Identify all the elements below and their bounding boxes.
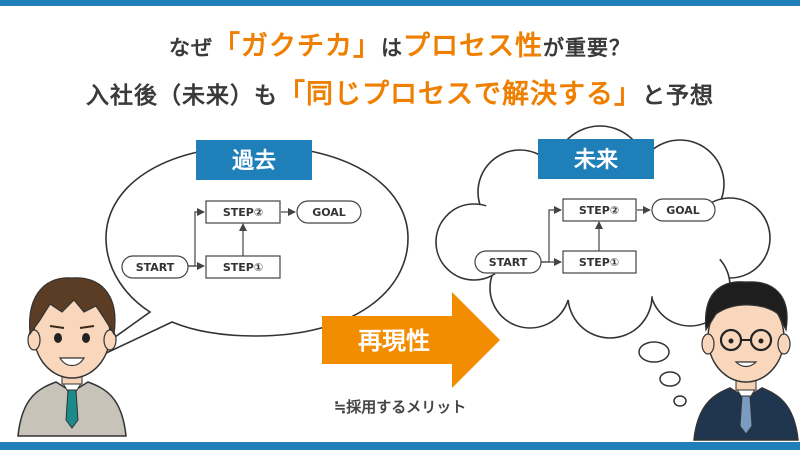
future-start-node	[474, 250, 542, 274]
headline1-part1: なぜ	[169, 36, 213, 60]
past-label: 過去	[232, 148, 276, 174]
past-step1-label: STEP①	[223, 261, 263, 274]
future-start-label: START	[489, 256, 528, 269]
headline1-part3: は	[381, 36, 403, 60]
past-start-label: START	[136, 261, 175, 274]
future-step1-node	[562, 250, 637, 274]
past-header: 過去	[196, 140, 312, 180]
future-step2-node	[562, 198, 637, 222]
future-flow: START STEP① STEP② GOAL	[474, 198, 716, 274]
future-goal-node	[651, 198, 716, 222]
headline-line-1: なぜ「ガクチカ」はプロセス性が重要？	[0, 24, 800, 63]
future-header-box	[538, 139, 654, 179]
thought-bubble-dots	[638, 341, 687, 407]
headline2-part3: と予想	[642, 83, 714, 109]
past-header-box	[196, 140, 312, 180]
future-header: 未来	[538, 139, 654, 179]
past-goal-label: GOAL	[312, 206, 346, 219]
future-label: 未来	[574, 148, 619, 173]
headline1-part5: が重要？	[543, 36, 631, 60]
bottom-accent-bar	[0, 442, 800, 450]
past-goal-node	[296, 200, 362, 224]
past-start-node	[121, 255, 189, 279]
merit-caption: ≒採用するメリット	[333, 398, 467, 416]
headline1-keyword-gakuchika: 「ガクチカ」	[213, 31, 381, 62]
reproducibility-label: 再現性	[358, 327, 430, 355]
businessman-illustration	[693, 281, 799, 441]
future-goal-label: GOAL	[666, 204, 700, 217]
past-step2-node	[205, 200, 281, 224]
reproducibility-arrow: 再現性	[322, 292, 500, 388]
past-flow: START STEP① STEP② GOAL	[121, 200, 362, 279]
past-step1-node	[205, 255, 281, 279]
headline-line-2: 入社後（未来）も「同じプロセスで解決する」と予想	[0, 72, 800, 111]
future-step1-label: STEP①	[579, 256, 619, 269]
top-accent-bar	[0, 0, 800, 6]
headline1-keyword-process: プロセス性	[403, 31, 543, 62]
orange-arrow-shape	[322, 292, 500, 388]
past-step2-label: STEP②	[223, 206, 263, 219]
headline2-keyword-same-process: 「同じプロセスで解決する」	[278, 79, 642, 110]
headline2-part1: 入社後（未来）も	[86, 83, 278, 109]
past-arrow-start-step2	[188, 208, 205, 267]
student-illustration	[17, 277, 127, 437]
future-step2-label: STEP②	[579, 204, 619, 217]
future-arrow-start-step2	[541, 206, 562, 263]
